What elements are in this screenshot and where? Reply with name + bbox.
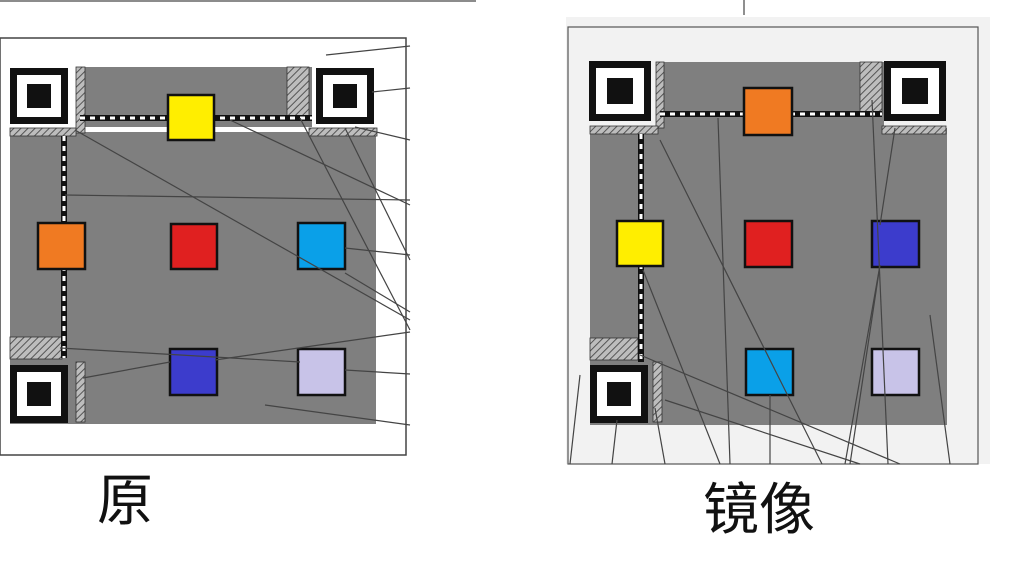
original-caption: 原 xyxy=(97,469,153,534)
original-hatch-strip xyxy=(75,361,86,423)
orange-module xyxy=(36,221,87,271)
mirror-finder-top-left xyxy=(589,61,651,121)
mirror-finder-top-right xyxy=(884,61,946,121)
mirror-hatch-strip xyxy=(859,61,883,115)
mirror-hatch-strip xyxy=(652,361,663,423)
blue-module xyxy=(870,219,921,269)
original-hatch-strip xyxy=(75,66,86,134)
yellow-module xyxy=(615,219,665,268)
yellow-module xyxy=(166,93,216,142)
original-finder-bottom-left xyxy=(10,365,68,423)
cyan-module xyxy=(744,347,795,397)
mirror-hatch-strip xyxy=(655,61,665,129)
mirror-hatch-strip xyxy=(881,125,947,135)
original-finder-top-right xyxy=(316,68,374,124)
original-leader-lines xyxy=(59,45,411,426)
original-finder-top-left xyxy=(10,68,68,124)
red-module xyxy=(169,222,219,271)
orange-module xyxy=(742,86,794,137)
mirror-outer-frame xyxy=(567,26,979,465)
original-hatch-strip xyxy=(9,127,77,137)
mirror-hatch-strip xyxy=(589,125,659,135)
lavender-module xyxy=(870,347,921,397)
mirror-leader-lines xyxy=(569,0,951,465)
original-hatch-strip xyxy=(9,336,63,360)
cyan-module xyxy=(296,221,347,271)
mirror-diagram xyxy=(566,0,990,465)
mirror-finder-bottom-left xyxy=(590,365,648,423)
original-hatch-strip xyxy=(286,66,310,121)
original-diagram xyxy=(0,0,476,456)
mirror-caption: 镜像 xyxy=(703,478,815,543)
mirror-hatch-strip xyxy=(589,337,639,361)
lavender-module xyxy=(296,347,347,397)
red-module xyxy=(743,219,794,269)
